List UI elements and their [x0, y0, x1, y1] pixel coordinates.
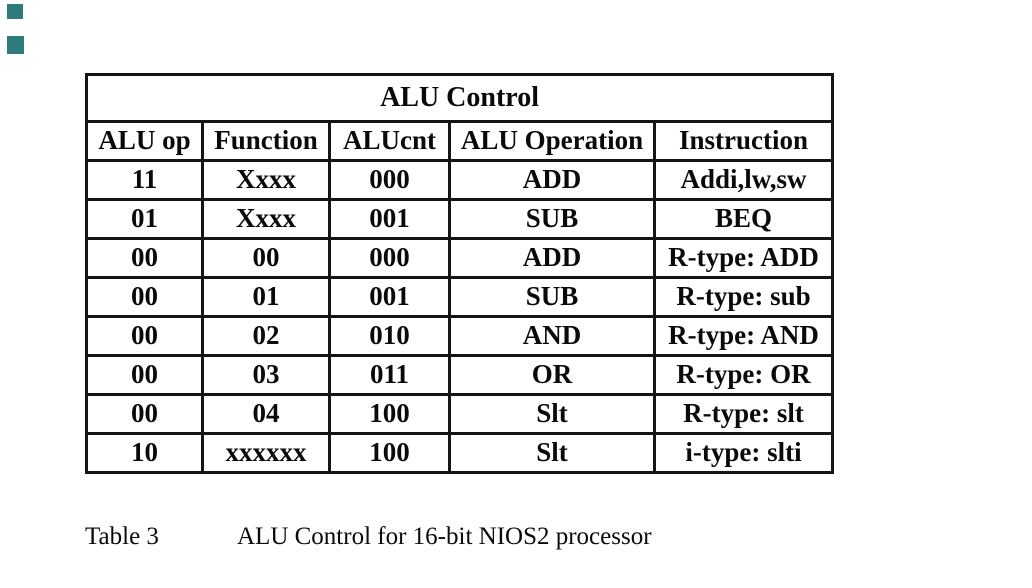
table-cell: R-type: ADD — [652, 237, 835, 279]
table-cell: xxxxxx — [201, 432, 331, 474]
table-cell: 11 — [85, 159, 204, 201]
table-row: 00 01 001 SUB R-type: sub — [85, 276, 835, 318]
column-header-alu-op: ALU op — [85, 120, 204, 162]
table-cell: 10 — [85, 432, 204, 474]
table-caption: Table 3 ALU Control for 16-bit NIOS2 pro… — [85, 522, 785, 552]
column-header-alu-operation: ALU Operation — [448, 120, 656, 162]
table-cell: SUB — [448, 276, 656, 318]
table-cell: 100 — [328, 432, 451, 474]
table-cell: 00 — [85, 276, 204, 318]
table-cell: 01 — [201, 276, 331, 318]
table-cell: ADD — [448, 159, 656, 201]
table-cell: Addi,lw,sw — [652, 159, 835, 201]
table-cell: 001 — [328, 198, 451, 240]
table-cell: 00 — [85, 354, 204, 396]
table-cell: 000 — [328, 159, 451, 201]
teal-marker-icon — [7, 4, 23, 19]
table-caption-label: Table 3 — [85, 523, 159, 550]
column-header-function: Function — [201, 120, 331, 162]
table-title-row: ALU Control — [84, 73, 835, 123]
table-cell: 100 — [328, 393, 451, 435]
alu-control-table: ALU Control ALU op Function ALUcnt ALU O… — [84, 73, 835, 474]
table-cell: 010 — [328, 315, 451, 357]
table-cell: i-type: slti — [652, 432, 835, 474]
table-cell: OR — [448, 354, 656, 396]
table-row: 00 04 100 Slt R-type: slt — [85, 393, 835, 435]
table-cell: 011 — [328, 354, 451, 396]
table-cell: R-type: slt — [652, 393, 835, 435]
column-header-alucnt: ALUcnt — [328, 120, 451, 162]
table-row: 00 03 011 OR R-type: OR — [85, 354, 835, 396]
table-cell: 01 — [85, 198, 204, 240]
table-cell: SUB — [448, 198, 656, 240]
column-header-instruction: Instruction — [652, 120, 835, 162]
table-cell: Slt — [448, 393, 656, 435]
table-row: 00 02 010 AND R-type: AND — [85, 315, 835, 357]
table-cell: 00 — [85, 237, 204, 279]
table-cell: 04 — [201, 393, 331, 435]
table-cell: 000 — [328, 237, 451, 279]
table-cell: Xxxx — [201, 198, 331, 240]
table-caption-text: ALU Control for 16-bit NIOS2 processor — [237, 523, 652, 550]
table-cell: 001 — [328, 276, 451, 318]
teal-marker-icon — [7, 36, 24, 54]
table-cell: BEQ — [652, 198, 835, 240]
table-cell: R-type: AND — [652, 315, 835, 357]
table-cell: R-type: OR — [652, 354, 835, 396]
table-row: 11 Xxxx 000 ADD Addi,lw,sw — [85, 159, 835, 201]
table-cell: Xxxx — [201, 159, 331, 201]
table-cell: 00 — [85, 393, 204, 435]
table-row: 10 xxxxxx 100 Slt i-type: slti — [85, 432, 835, 474]
table-header-row: ALU op Function ALUcnt ALU Operation Ins… — [85, 120, 835, 162]
table-cell: 02 — [201, 315, 331, 357]
table-cell: R-type: sub — [652, 276, 835, 318]
table-title: ALU Control — [84, 73, 835, 123]
table-cell: Slt — [448, 432, 656, 474]
table-cell: AND — [448, 315, 656, 357]
table-cell: ADD — [448, 237, 656, 279]
table-cell: 00 — [85, 315, 204, 357]
table-row: 00 00 000 ADD R-type: ADD — [85, 237, 835, 279]
table-cell: 03 — [201, 354, 331, 396]
table-cell: 00 — [201, 237, 331, 279]
table-row: 01 Xxxx 001 SUB BEQ — [85, 198, 835, 240]
